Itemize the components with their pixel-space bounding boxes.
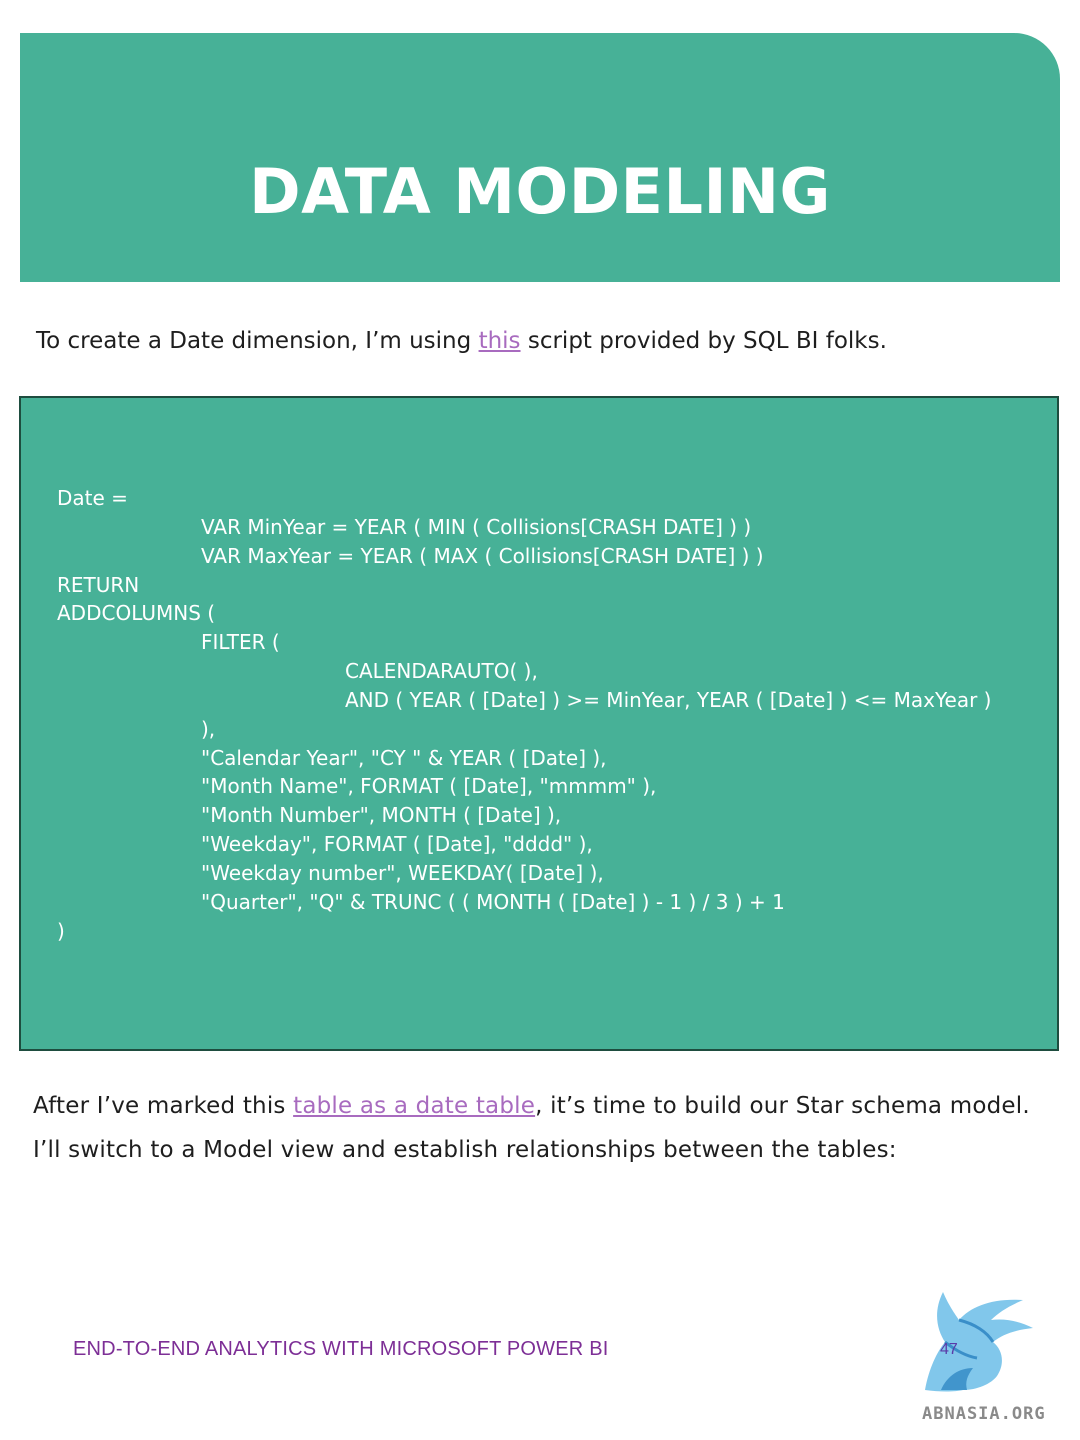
intro-paragraph: To create a Date dimension, I’m using th… <box>36 326 1036 356</box>
code-line: RETURN <box>57 573 140 597</box>
after-text-after: , it’s time to build our Star schema mod… <box>535 1093 1030 1119</box>
code-line: "Weekday number", WEEKDAY( [Date] ), <box>201 861 604 885</box>
code-line: "Weekday", FORMAT ( [Date], "dddd" ), <box>201 832 593 856</box>
page-title: DATA MODELING <box>249 155 831 228</box>
code-block: Date = VAR MinYear = YEAR ( MIN ( Collis… <box>19 396 1059 1051</box>
after-paragraph: After I’ve marked this table as a date t… <box>33 1084 1053 1172</box>
code-line: CALENDARAUTO( ), <box>345 659 538 683</box>
page-header: DATA MODELING <box>20 33 1060 282</box>
intro-text-after: script provided by SQL BI folks. <box>520 328 887 354</box>
code-line: "Calendar Year", "CY " & YEAR ( [Date] )… <box>201 746 607 770</box>
code-line: VAR MinYear = YEAR ( MIN ( Collisions[CR… <box>201 515 752 539</box>
logo-text: ABNASIA.ORG <box>922 1404 1046 1424</box>
footer-title: END-TO-END ANALYTICS WITH MICROSOFT POWE… <box>73 1338 609 1360</box>
intro-link-this[interactable]: this <box>478 328 521 354</box>
after-text-before: After I’ve marked this <box>33 1093 294 1119</box>
page-number: 47 <box>940 1341 958 1358</box>
code-line: AND ( YEAR ( [Date] ) >= MinYear, YEAR (… <box>345 688 992 712</box>
code-line: ) <box>57 919 65 943</box>
code-line: ), <box>201 717 216 741</box>
code-line: "Month Number", MONTH ( [Date] ), <box>201 803 562 827</box>
after-line-1: After I’ve marked this table as a date t… <box>33 1084 1053 1128</box>
date-table-link[interactable]: table as a date table <box>293 1093 536 1119</box>
after-line-2: I’ll switch to a Model view and establis… <box>33 1137 897 1163</box>
code-line: VAR MaxYear = YEAR ( MAX ( Collisions[CR… <box>201 544 764 568</box>
code-line: ADDCOLUMNS ( <box>57 601 216 625</box>
code-line: "Month Name", FORMAT ( [Date], "mmmm" ), <box>201 774 657 798</box>
code-line: "Quarter", "Q" & TRUNC ( ( MONTH ( [Date… <box>201 890 785 914</box>
code-line: Date = <box>57 486 128 510</box>
code-line: FILTER ( <box>201 630 280 654</box>
griffin-logo-icon <box>925 1292 1033 1392</box>
intro-text-before: To create a Date dimension, I’m using <box>36 328 479 354</box>
